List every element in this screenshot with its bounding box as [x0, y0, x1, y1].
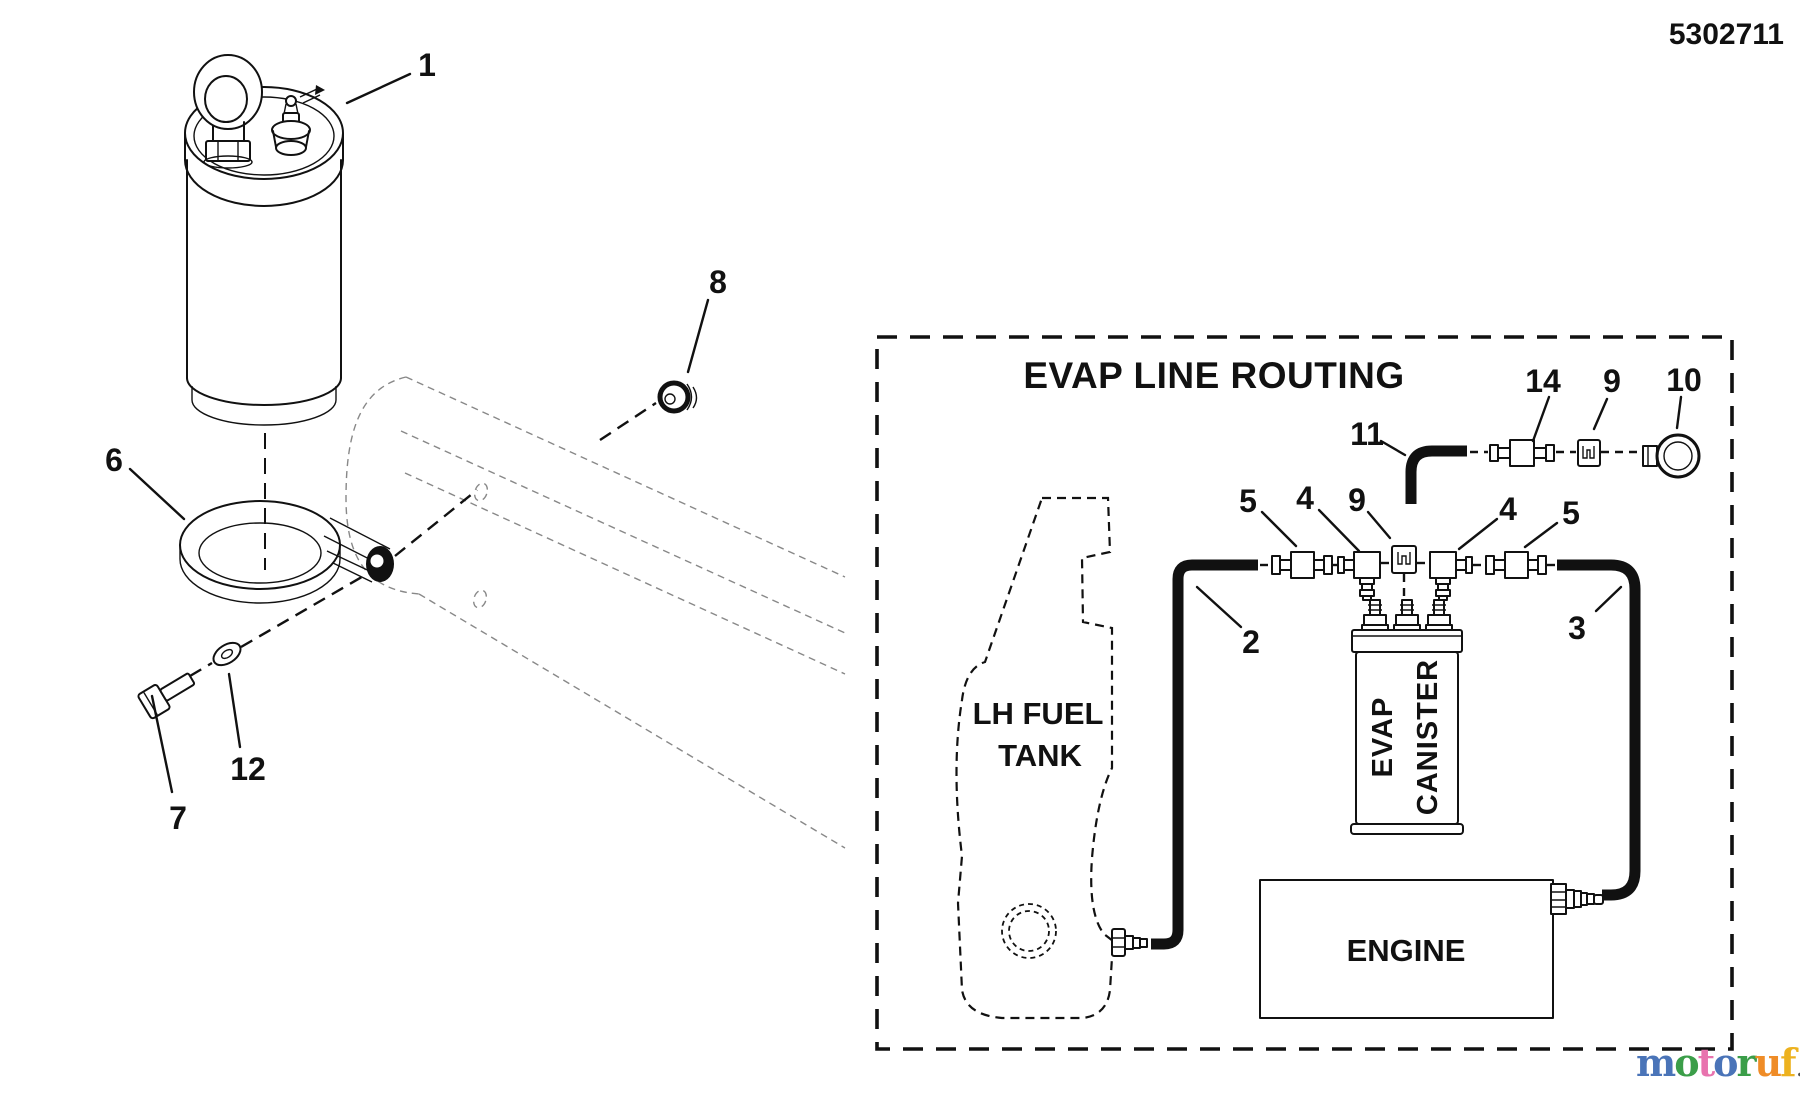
callout-5-left: 5 — [1239, 483, 1257, 519]
engine-label: ENGINE — [1347, 933, 1466, 968]
callout-2: 2 — [1242, 624, 1260, 660]
evap-canister-part — [184, 54, 344, 426]
evap-routing-box-border — [875, 335, 1734, 1051]
inline-fitting-14 — [1489, 439, 1555, 467]
motoruf-suffix: .de — [1797, 1059, 1800, 1081]
callout-9-top: 9 — [1603, 363, 1621, 399]
washer-part — [212, 641, 242, 667]
hose-11 — [1405, 445, 1467, 504]
logo-letter: t — [1697, 1040, 1716, 1085]
callout-11: 11 — [1350, 416, 1384, 452]
hose-3 — [1557, 559, 1641, 901]
tank-label-line2: TANK — [998, 738, 1082, 773]
bolt-part — [137, 672, 196, 720]
logo-letter: o — [1713, 1040, 1738, 1085]
canister-clamp-part — [179, 500, 394, 604]
callout-10: 10 — [1666, 362, 1702, 398]
hose-2 — [1151, 559, 1258, 950]
canister-label-line2: CANISTER — [1412, 659, 1444, 815]
callout-3: 3 — [1568, 610, 1586, 646]
routing-leaders — [1195, 395, 1683, 629]
motoruf-logo[interactable]: motoruf.de — [1636, 1040, 1800, 1085]
engine-fitting — [1550, 883, 1604, 915]
callout-8: 8 — [709, 264, 727, 300]
evap-canister-box: EVAP CANISTER — [1350, 599, 1464, 835]
canister-elbow-fitting — [193, 54, 263, 169]
callout-6: 6 — [105, 442, 123, 478]
canister-valve-fitting — [271, 85, 325, 156]
logo-letter: o — [1674, 1040, 1699, 1085]
exploded-leaders — [128, 72, 710, 794]
fitting-connectors — [1260, 450, 1641, 598]
straight-fitting-left — [1271, 551, 1333, 579]
callout-9-mid: 9 — [1348, 482, 1366, 518]
callout-4-right: 4 — [1499, 491, 1517, 527]
hose-clamp-top — [1577, 439, 1601, 467]
motoruf-wordmark: motoruf — [1636, 1040, 1797, 1085]
logo-letter: r — [1736, 1040, 1757, 1085]
chassis-frame-phantom — [345, 376, 846, 849]
callout-7: 7 — [169, 800, 187, 836]
logo-letter: u — [1754, 1040, 1783, 1085]
canister-nipple-left — [1361, 599, 1389, 632]
straight-fitting-right — [1485, 551, 1547, 579]
callout-4-left: 4 — [1296, 480, 1314, 516]
routing-box-title: EVAP LINE ROUTING — [1023, 355, 1404, 396]
callout-12: 12 — [230, 751, 266, 787]
grommet-part — [657, 380, 698, 414]
elbow-fitting-right — [1429, 551, 1473, 601]
canister-label-line1: EVAP — [1367, 697, 1399, 778]
evap-hoses — [1151, 445, 1641, 950]
canister-nipple-right — [1425, 599, 1453, 632]
assembly-axis — [189, 401, 657, 678]
callout-14: 14 — [1525, 363, 1561, 399]
logo-letter: f — [1780, 1040, 1796, 1085]
engine-box: ENGINE — [1259, 879, 1604, 1019]
hose-clamp-mid — [1391, 545, 1417, 574]
callout-1: 1 — [418, 47, 436, 83]
lh-fuel-tank: LH FUEL TANK — [955, 496, 1148, 1020]
callout-5-right: 5 — [1562, 495, 1580, 531]
tank-outlet-fitting — [1111, 928, 1148, 957]
canister-nipple-mid — [1393, 599, 1421, 632]
elbow-fitting-left — [1337, 551, 1381, 601]
logo-letter: m — [1636, 1040, 1676, 1085]
grommet-ring-10 — [1642, 433, 1701, 479]
part-number: 5302711 — [1669, 18, 1784, 51]
tank-label-line1: LH FUEL — [973, 696, 1104, 731]
